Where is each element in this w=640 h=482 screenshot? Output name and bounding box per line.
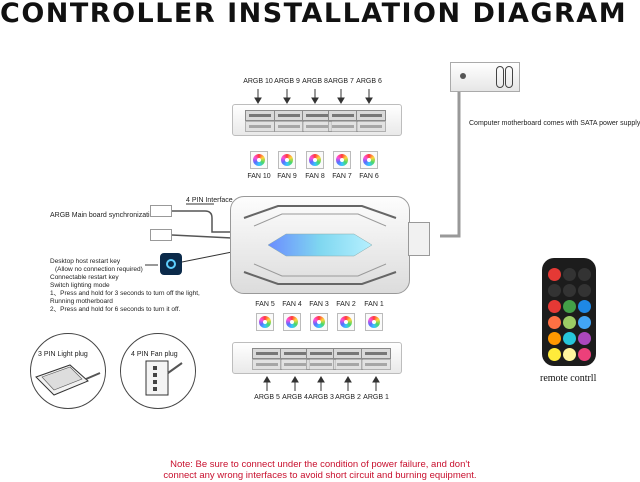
three-pin-plug-circle: [30, 333, 106, 409]
power-icon: [166, 259, 176, 269]
remote-power-button: [548, 268, 561, 281]
restart-key-line-3: Connectable restart key: [50, 274, 119, 281]
fan-3-icon: [310, 313, 328, 331]
four-pin-interface-label: 4 PIN Interface: [186, 197, 233, 204]
fan-9-label: FAN 9: [277, 173, 297, 180]
four-pin-plug-label: 4 PIN Fan plug: [131, 351, 178, 358]
argb-6-label: ARGB 6: [356, 78, 382, 85]
remote-color-button: [563, 316, 576, 329]
fan-4-icon: [283, 313, 301, 331]
remote-color-button: [578, 332, 591, 345]
fan-1-icon: [365, 313, 383, 331]
remote-color-button: [548, 348, 561, 361]
argb-4-label: ARGB 4: [282, 394, 308, 401]
remote-color-button: [563, 348, 576, 361]
remote-label: remote contrll: [540, 373, 597, 384]
argb-9-label: ARGB 9: [274, 78, 300, 85]
top-port-6: [356, 110, 386, 121]
restart-key-line-6: Running motherboard: [50, 298, 113, 305]
fan-7-icon: [333, 151, 351, 169]
remote-color-button: [578, 316, 591, 329]
top-argb-arrows: [254, 89, 373, 104]
restart-key-line-1: Desktop host restart key: [50, 258, 121, 265]
remote-color-button: [563, 332, 576, 345]
remote-color-button: [578, 348, 591, 361]
restart-key-line-5: 1、Press and hold for 3 seconds to turn o…: [50, 290, 200, 297]
argb-10-label: ARGB 10: [243, 78, 273, 85]
fan-7-label: FAN 7: [332, 173, 352, 180]
fan-10-label: FAN 10: [247, 173, 271, 180]
fan-5-label: FAN 5: [255, 301, 275, 308]
warning-note-line-2: connect any wrong interfaces to avoid sh…: [163, 470, 477, 481]
bottom-port-2: [333, 348, 363, 359]
argb-2-label: ARGB 2: [335, 394, 361, 401]
fan-8-icon: [306, 151, 324, 169]
argb-sync-connector: [150, 205, 172, 217]
argb-8-label: ARGB 8: [302, 78, 328, 85]
fan-9-icon: [278, 151, 296, 169]
restart-key-line-7: 2、Press and hold for 6 seconds to turn i…: [50, 306, 181, 313]
argb-7-label: ARGB 7: [328, 78, 354, 85]
bottom-argb-arrows: [263, 376, 380, 391]
remote-buttons: [544, 258, 594, 366]
fan-4-label: FAN 4: [282, 301, 302, 308]
fan-8-label: FAN 8: [305, 173, 325, 180]
sata-slot-left: [496, 66, 504, 88]
bottom-port-lower-1: [361, 359, 391, 370]
warning-note-line-1: Note: Be sure to connect under the condi…: [170, 459, 470, 470]
diagram-title: CONTROLLER INSTALLATION DIAGRAM: [0, 0, 628, 29]
fan-3-label: FAN 3: [309, 301, 329, 308]
restart-key-line-2: (Allow no connection required): [55, 266, 143, 273]
fan-2-label: FAN 2: [336, 301, 356, 308]
top-port-lower-6: [356, 121, 386, 132]
fan-6-label: FAN 6: [359, 173, 379, 180]
remote-button: [548, 284, 561, 297]
remote-color-button: [548, 316, 561, 329]
argb-3-label: ARGB 3: [308, 394, 334, 401]
remote-button: [578, 284, 591, 297]
argb-5-label: ARGB 5: [254, 394, 280, 401]
bottom-port-lower-3: [306, 359, 336, 370]
fan-5-icon: [256, 313, 274, 331]
argb-sync-line-label: ARGB Main board synchronization line: [50, 212, 171, 219]
four-pin-plug-icon: [145, 360, 183, 396]
fan-10-icon: [250, 151, 268, 169]
remote-color-button: [578, 300, 591, 313]
remote-color-button: [548, 332, 561, 345]
remote-button: [578, 268, 591, 281]
fan-6-icon: [360, 151, 378, 169]
bottom-port-1: [361, 348, 391, 359]
controller-graphics: [243, 205, 397, 285]
remote-button: [563, 284, 576, 297]
three-pin-plug-label: 3 PIN Light plug: [38, 351, 88, 358]
bottom-port-lower-2: [333, 359, 363, 370]
sata-slot-right: [505, 66, 513, 88]
remote-button: [563, 268, 576, 281]
fan-2-icon: [337, 313, 355, 331]
argb-1-label: ARGB 1: [363, 394, 389, 401]
sata-note: Computer motherboard comes with SATA pow…: [469, 120, 640, 127]
sata-screw-icon: [460, 73, 466, 79]
four-pin-connector: [150, 229, 172, 241]
fan-1-label: FAN 1: [364, 301, 384, 308]
bottom-port-lower-5: [252, 359, 282, 370]
bottom-port-3: [306, 348, 336, 359]
bottom-port-5: [252, 348, 282, 359]
restart-key-line-4: Switch lighting mode: [50, 282, 110, 289]
remote-color-button: [548, 300, 561, 313]
sata-input-port: [408, 222, 430, 256]
remote-color-button: [563, 300, 576, 313]
three-pin-plug-icon: [35, 364, 101, 396]
